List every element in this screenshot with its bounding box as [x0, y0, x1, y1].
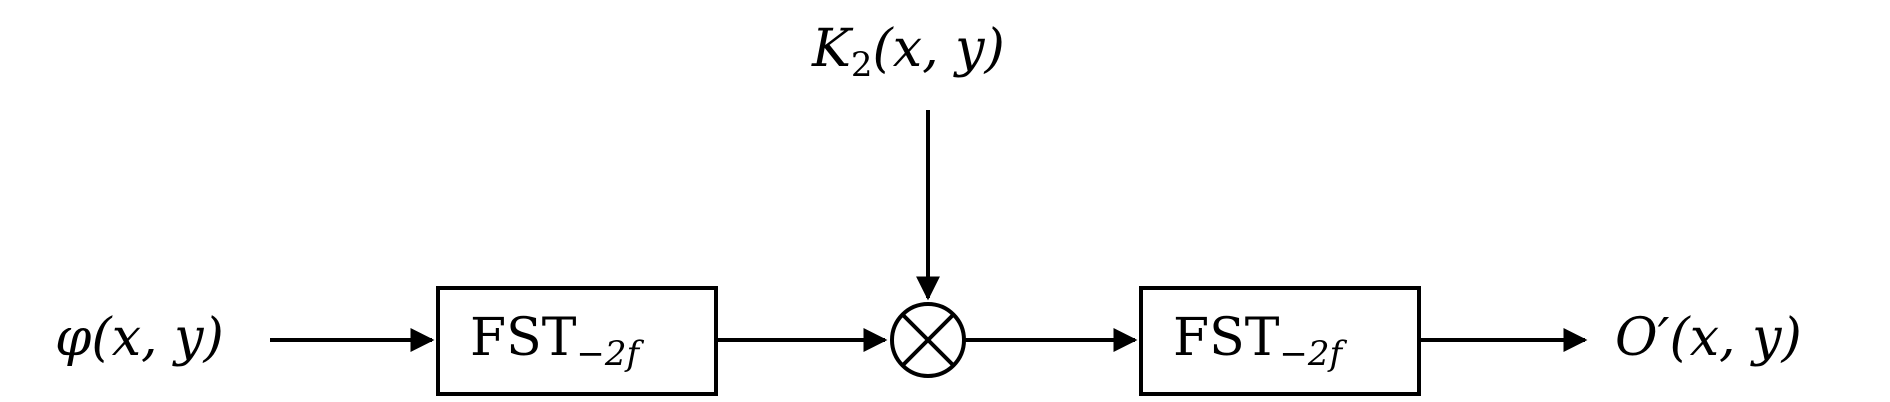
input-signal-label: φ(x, y) [55, 308, 224, 368]
fst-block-2: FST−2f [1139, 286, 1421, 396]
fst-block-1-label: FST−2f [470, 308, 645, 374]
circled-times-icon [890, 302, 966, 378]
fst-block-1: FST−2f [436, 286, 718, 396]
key-label: K2(x, y) [811, 19, 1005, 85]
output-signal-label: O′(x, y) [1615, 308, 1802, 368]
fst-block-2-label: FST−2f [1173, 308, 1348, 374]
